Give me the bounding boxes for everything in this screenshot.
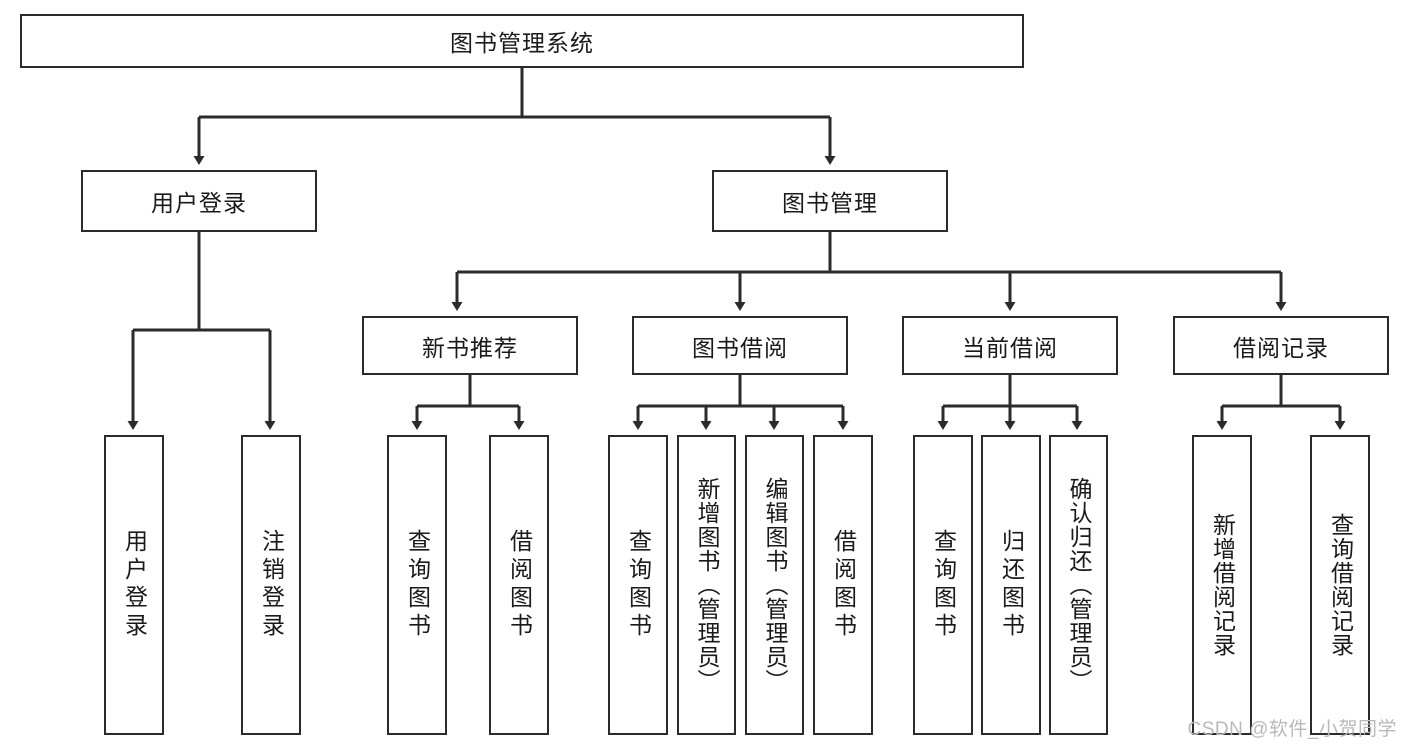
node-current-borrow[interactable]: 当前借阅 — [902, 316, 1118, 375]
node-label: 新增图书（管理员） — [694, 477, 720, 693]
leaf-query-book-new[interactable]: 查询图书 — [387, 435, 447, 735]
node-label: 归还图书 — [998, 529, 1025, 641]
node-book-management[interactable]: 图书管理 — [712, 170, 948, 232]
node-label: 借阅记录 — [1233, 334, 1329, 361]
leaf-query-book-current[interactable]: 查询图书 — [913, 435, 973, 735]
leaf-add-borrow-record[interactable]: 新增借阅记录 — [1192, 435, 1252, 735]
watermark-text: CSDN @软件_小贺同学 — [1187, 719, 1397, 740]
node-label: 编辑图书（管理员） — [762, 477, 788, 693]
node-label: 新增借阅记录 — [1209, 513, 1236, 657]
node-label: 用户登录 — [121, 529, 148, 641]
node-label: 查询图书 — [625, 529, 652, 641]
leaf-query-borrow-record[interactable]: 查询借阅记录 — [1310, 435, 1370, 735]
node-label: 注销登录 — [258, 529, 285, 641]
node-new-book-recommend[interactable]: 新书推荐 — [362, 316, 578, 375]
leaf-logout[interactable]: 注销登录 — [241, 435, 301, 735]
node-label: 新书推荐 — [422, 334, 518, 361]
node-user-login[interactable]: 用户登录 — [81, 170, 317, 232]
node-book-borrow[interactable]: 图书借阅 — [632, 316, 848, 375]
leaf-borrow-book[interactable]: 借阅图书 — [813, 435, 873, 735]
node-label: 图书借阅 — [692, 334, 788, 361]
node-root-system[interactable]: 图书管理系统 — [20, 14, 1024, 68]
leaf-add-book-admin[interactable]: 新增图书（管理员） — [677, 435, 736, 735]
leaf-borrow-book-new[interactable]: 借阅图书 — [489, 435, 549, 735]
leaf-return-book[interactable]: 归还图书 — [981, 435, 1041, 735]
node-label: 借阅图书 — [830, 529, 857, 641]
node-label: 查询借阅记录 — [1327, 513, 1354, 657]
node-label: 图书管理系统 — [450, 30, 594, 56]
node-label: 当前借阅 — [962, 334, 1058, 361]
node-label: 借阅图书 — [506, 529, 533, 641]
leaf-query-book-borrow[interactable]: 查询图书 — [608, 435, 668, 735]
node-label: 确认归还（管理员） — [1066, 477, 1092, 693]
leaf-confirm-return-admin[interactable]: 确认归还（管理员） — [1049, 435, 1108, 735]
node-borrow-record[interactable]: 借阅记录 — [1173, 316, 1389, 375]
node-label: 图书管理 — [782, 190, 878, 216]
node-label: 用户登录 — [151, 190, 247, 216]
node-label: 查询图书 — [404, 529, 431, 641]
leaf-user-login[interactable]: 用户登录 — [104, 435, 164, 735]
node-label: 查询图书 — [930, 529, 957, 641]
leaf-edit-book-admin[interactable]: 编辑图书（管理员） — [745, 435, 804, 735]
